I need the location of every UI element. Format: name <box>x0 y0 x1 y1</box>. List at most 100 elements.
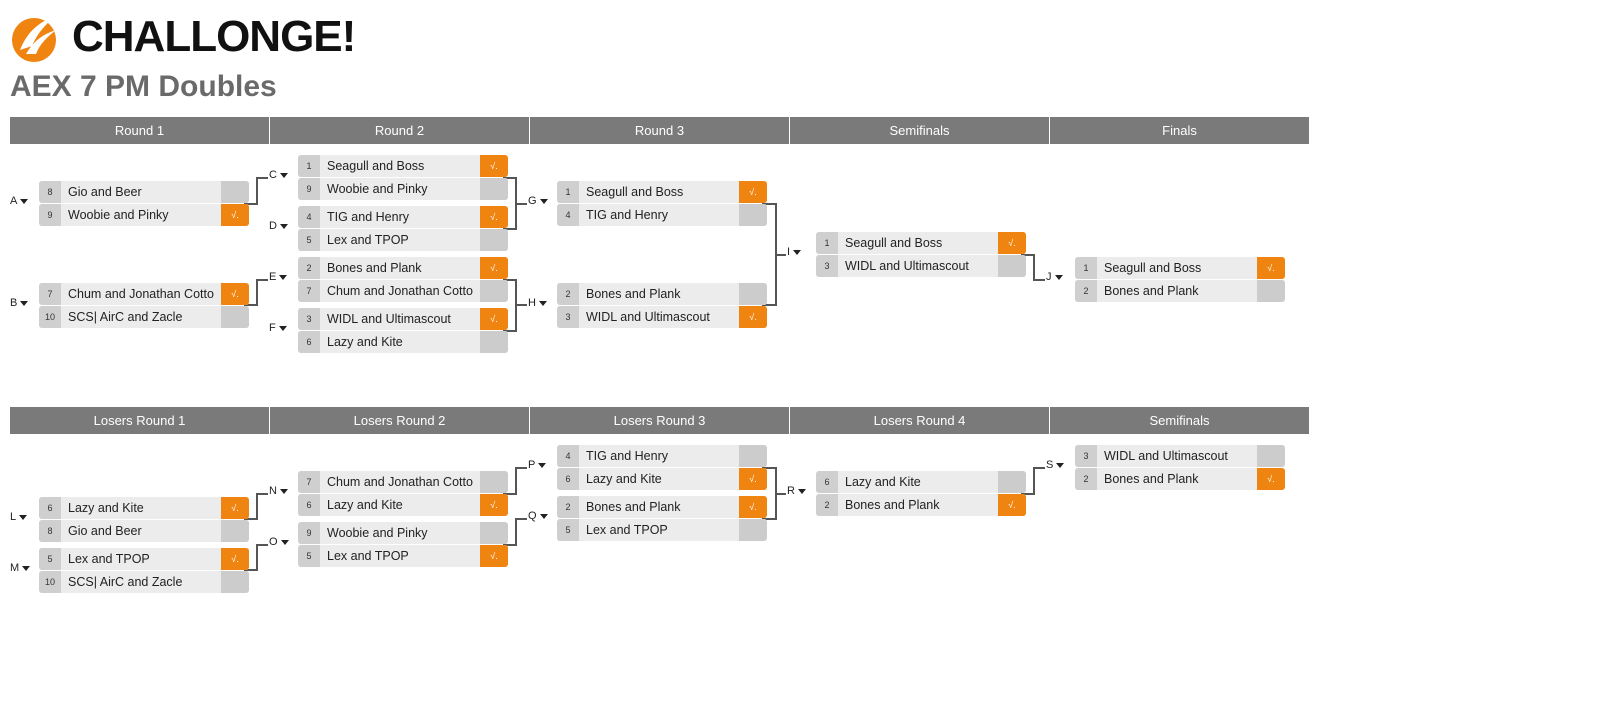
seed-badge: 1 <box>816 232 838 254</box>
match-id-label: Q <box>528 510 537 522</box>
participant-row[interactable]: 9 Woobie and Pinky <box>298 178 508 200</box>
seed-badge: 6 <box>816 471 838 493</box>
match-id-dropdown[interactable]: R <box>787 485 815 497</box>
match-r: R 6 Lazy and Kite 2 Bones and Plank √. <box>787 471 1042 517</box>
match-id-dropdown[interactable]: P <box>528 459 556 471</box>
match-id-dropdown[interactable]: I <box>787 246 815 258</box>
match-id-dropdown[interactable]: O <box>269 536 297 548</box>
participant-row[interactable]: 2 Bones and Plank <box>1075 280 1285 302</box>
match-o: O 9 Woobie and Pinky 5 Lex and TPOP √. <box>269 522 524 568</box>
match-id-label: D <box>269 220 277 232</box>
caret-down-icon <box>538 462 547 468</box>
round-header-2: Round 2 <box>270 117 529 144</box>
match-id-dropdown[interactable]: A <box>10 195 38 207</box>
match-id-dropdown[interactable]: J <box>1046 271 1074 283</box>
participant-row[interactable]: 5 Lex and TPOP <box>557 519 767 541</box>
match-id-dropdown[interactable]: B <box>10 297 38 309</box>
participant-name: Bones and Plank <box>845 498 940 512</box>
participant-row[interactable]: 2 Bones and Plank √. <box>1075 468 1285 490</box>
match-id-dropdown[interactable]: E <box>269 271 297 283</box>
participant-row[interactable]: 4 TIG and Henry √. <box>298 206 508 228</box>
participant-name: Lazy and Kite <box>327 335 403 349</box>
participant-row[interactable]: 3 WIDL and Ultimascout <box>1075 445 1285 467</box>
participant-row[interactable]: 8 Gio and Beer <box>39 520 249 542</box>
match-id-dropdown[interactable]: L <box>10 511 38 523</box>
seed-badge: 2 <box>816 494 838 516</box>
participant-row[interactable]: 4 TIG and Henry <box>557 204 767 226</box>
participant-row[interactable]: 6 Lazy and Kite √. <box>298 494 508 516</box>
brand-name: CHALLONGE! <box>72 12 356 61</box>
caret-down-icon <box>279 172 288 178</box>
participant-name: WIDL and Ultimascout <box>1104 449 1228 463</box>
participant-name: TIG and Henry <box>586 208 668 222</box>
score-box <box>480 178 508 200</box>
score-box <box>998 471 1026 493</box>
participant-row[interactable]: 7 Chum and Jonathan Cotto <box>298 471 508 493</box>
seed-badge: 4 <box>557 204 579 226</box>
match-id-dropdown[interactable]: D <box>269 220 297 232</box>
participant-row[interactable]: 2 Bones and Plank √. <box>298 257 508 279</box>
match-a: A 8 Gio and Beer 9 Woobie and Pinky √. <box>10 181 265 227</box>
participant-name: Lazy and Kite <box>327 498 403 512</box>
seed-badge: 4 <box>298 206 320 228</box>
participant-row[interactable]: 5 Lex and TPOP √. <box>298 545 508 567</box>
seed-badge: 6 <box>39 497 61 519</box>
participant-row[interactable]: 3 WIDL and Ultimascout √. <box>557 306 767 328</box>
participant-row[interactable]: 6 Lazy and Kite √. <box>557 468 767 490</box>
match-id-dropdown[interactable]: N <box>269 485 297 497</box>
participant-row[interactable]: 1 Seagull and Boss √. <box>1075 257 1285 279</box>
match-g: G 1 Seagull and Boss √. 4 TIG and Henry <box>528 181 783 227</box>
match-id-dropdown[interactable]: Q <box>528 510 556 522</box>
match-id-dropdown[interactable]: C <box>269 169 297 181</box>
winner-check-icon: √. <box>1257 468 1285 490</box>
challonge-flame-icon <box>12 14 58 62</box>
seed-badge: 2 <box>557 283 579 305</box>
participant-row[interactable]: 10 SCS| AirC and Zacle <box>39 571 249 593</box>
participant-row[interactable]: 6 Lazy and Kite <box>816 471 1026 493</box>
match-id-label: R <box>787 485 795 497</box>
participant-row[interactable]: 8 Gio and Beer <box>39 181 249 203</box>
match-id-label: P <box>528 459 536 471</box>
participant-name: Bones and Plank <box>1104 284 1199 298</box>
participant-row[interactable]: 10 SCS| AirC and Zacle <box>39 306 249 328</box>
match-id-dropdown[interactable]: F <box>269 322 297 334</box>
participant-row[interactable]: 4 TIG and Henry <box>557 445 767 467</box>
caret-down-icon <box>19 514 28 520</box>
participant-row[interactable]: 5 Lex and TPOP √. <box>39 548 249 570</box>
match-j: J 1 Seagull and Boss √. 2 Bones and Plan… <box>1046 257 1301 303</box>
match-id-dropdown[interactable]: S <box>1046 459 1074 471</box>
participant-row[interactable]: 5 Lex and TPOP <box>298 229 508 251</box>
participant-name: Lex and TPOP <box>327 233 409 247</box>
participant-row[interactable]: 7 Chum and Jonathan Cotto √. <box>39 283 249 305</box>
seed-badge: 7 <box>39 283 61 305</box>
participant-row[interactable]: 9 Woobie and Pinky <box>298 522 508 544</box>
participant-row[interactable]: 2 Bones and Plank <box>557 283 767 305</box>
participant-row[interactable]: 6 Lazy and Kite √. <box>39 497 249 519</box>
participant-row[interactable]: 7 Chum and Jonathan Cotto <box>298 280 508 302</box>
participant-name: Bones and Plank <box>586 500 681 514</box>
seed-badge: 9 <box>39 204 61 226</box>
seed-badge: 2 <box>557 496 579 518</box>
participant-row[interactable]: 2 Bones and Plank √. <box>557 496 767 518</box>
participant-name: Seagull and Boss <box>845 236 943 250</box>
participant-name: Lex and TPOP <box>586 523 668 537</box>
seed-badge: 5 <box>298 229 320 251</box>
caret-down-icon <box>278 325 287 331</box>
participant-row[interactable]: 9 Woobie and Pinky √. <box>39 204 249 226</box>
match-id-dropdown[interactable]: G <box>528 195 556 207</box>
participant-row[interactable]: 6 Lazy and Kite <box>298 331 508 353</box>
match-id-dropdown[interactable]: H <box>528 297 556 309</box>
participant-row[interactable]: 1 Seagull and Boss √. <box>557 181 767 203</box>
winner-check-icon: √. <box>739 496 767 518</box>
seed-badge: 9 <box>298 178 320 200</box>
participant-row[interactable]: 1 Seagull and Boss √. <box>298 155 508 177</box>
participant-row[interactable]: 2 Bones and Plank √. <box>816 494 1026 516</box>
participant-name: Bones and Plank <box>1104 472 1199 486</box>
participant-row[interactable]: 1 Seagull and Boss √. <box>816 232 1026 254</box>
match-id-dropdown[interactable]: M <box>10 562 38 574</box>
participant-row[interactable]: 3 WIDL and Ultimascout √. <box>298 308 508 330</box>
round-header-1: Round 1 <box>10 117 269 144</box>
participant-row[interactable]: 3 WIDL and Ultimascout <box>816 255 1026 277</box>
winner-check-icon: √. <box>480 206 508 228</box>
